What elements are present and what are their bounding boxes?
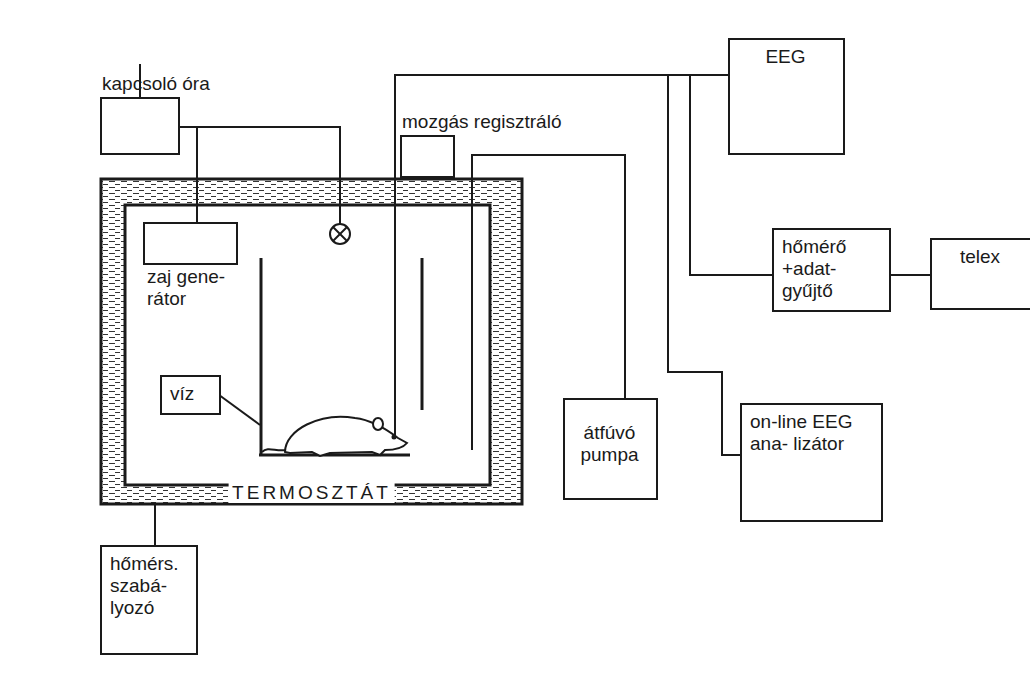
wire-connector bbox=[180, 127, 197, 222]
motion-recorder-box: mozgás regisztráló bbox=[400, 135, 455, 178]
node-label: kapcsoló óra bbox=[102, 73, 210, 95]
wires bbox=[140, 64, 728, 450]
rat bbox=[262, 417, 407, 456]
eeg-analyzer-box: on-line EEG ana- lizátor bbox=[740, 403, 883, 522]
node-label: telex bbox=[940, 246, 1020, 268]
cage bbox=[259, 258, 422, 456]
node-label: zaj gene- rátor bbox=[147, 266, 247, 310]
pump-box: átfúvó pumpa bbox=[563, 398, 658, 500]
telex-box: telex bbox=[930, 238, 1030, 310]
timer-box: kapcsoló óra bbox=[100, 97, 180, 155]
thermometer-logger-box: hőmérő +adat- gyűjtő bbox=[772, 228, 891, 312]
node-label: hőmérs. szabá- lyozó bbox=[110, 553, 186, 619]
water-tube bbox=[215, 392, 260, 425]
wire-connector bbox=[154, 505, 156, 545]
node-label: víz bbox=[170, 383, 209, 405]
wire-connector bbox=[891, 274, 930, 276]
temp-regulator-box: hőmérs. szabá- lyozó bbox=[100, 545, 198, 655]
wire-connector bbox=[472, 155, 625, 398]
node-label: EEG bbox=[738, 46, 833, 68]
node-label: hőmérő +adat- gyűjtő bbox=[782, 236, 879, 302]
lamp-wire bbox=[197, 127, 340, 224]
air-tube bbox=[471, 178, 473, 450]
electrode-wire bbox=[395, 75, 728, 437]
noise-generator-box: zaj gene- rátor bbox=[143, 222, 238, 265]
thermostat-box: TERMOSZTÁT zaj gene- rátor víz bbox=[100, 178, 523, 505]
node-label: on-line EEG ana- lizátor bbox=[750, 411, 860, 455]
node-label: TERMOSZTÁT bbox=[228, 483, 395, 503]
lamp-symbol bbox=[330, 224, 350, 244]
node-label: átfúvó pumpa bbox=[573, 422, 646, 466]
eeg-box: EEG bbox=[728, 38, 845, 155]
water-box: víz bbox=[160, 375, 221, 415]
thermostat-wall bbox=[101, 179, 522, 504]
node-label: mozgás regisztráló bbox=[402, 111, 561, 133]
